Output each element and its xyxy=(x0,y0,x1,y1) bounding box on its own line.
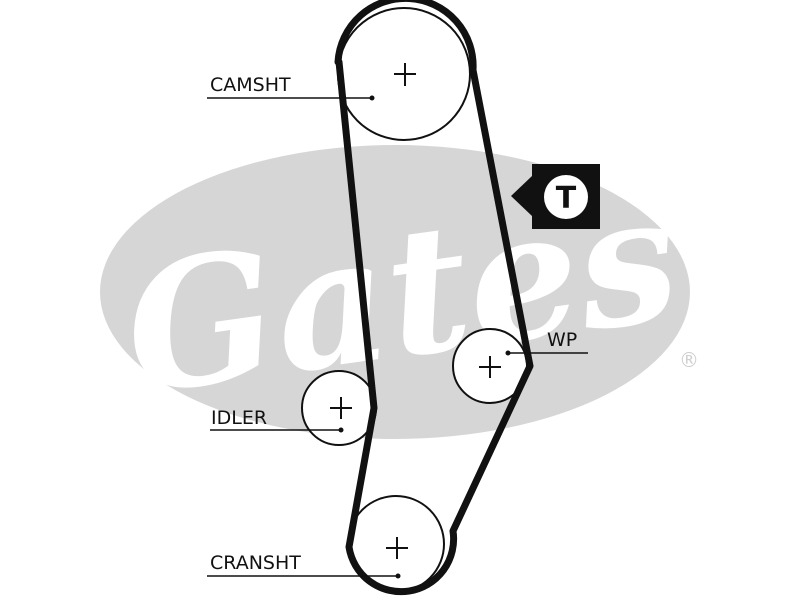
label-water-pump: WP xyxy=(547,329,577,351)
leader-lines xyxy=(207,95,588,579)
label-camshaft: CAMSHT xyxy=(210,74,291,96)
idler-center-cross xyxy=(330,397,352,419)
watermark-registered-mark: ® xyxy=(679,348,699,372)
label-crankshaft: CRANSHT xyxy=(210,552,301,574)
camshaft-center-cross xyxy=(394,63,416,86)
label-idler: IDLER xyxy=(211,407,267,429)
tensioner-badge xyxy=(544,175,588,219)
pulley-centers xyxy=(330,63,501,559)
tensioner-letter: T xyxy=(556,181,577,216)
tensioner-marker: T xyxy=(511,164,600,229)
gates-watermark: Gates ® xyxy=(100,145,699,439)
water-pump-center-cross xyxy=(479,356,501,378)
timing-belt xyxy=(334,0,534,596)
crankshaft-center-cross xyxy=(386,537,408,559)
